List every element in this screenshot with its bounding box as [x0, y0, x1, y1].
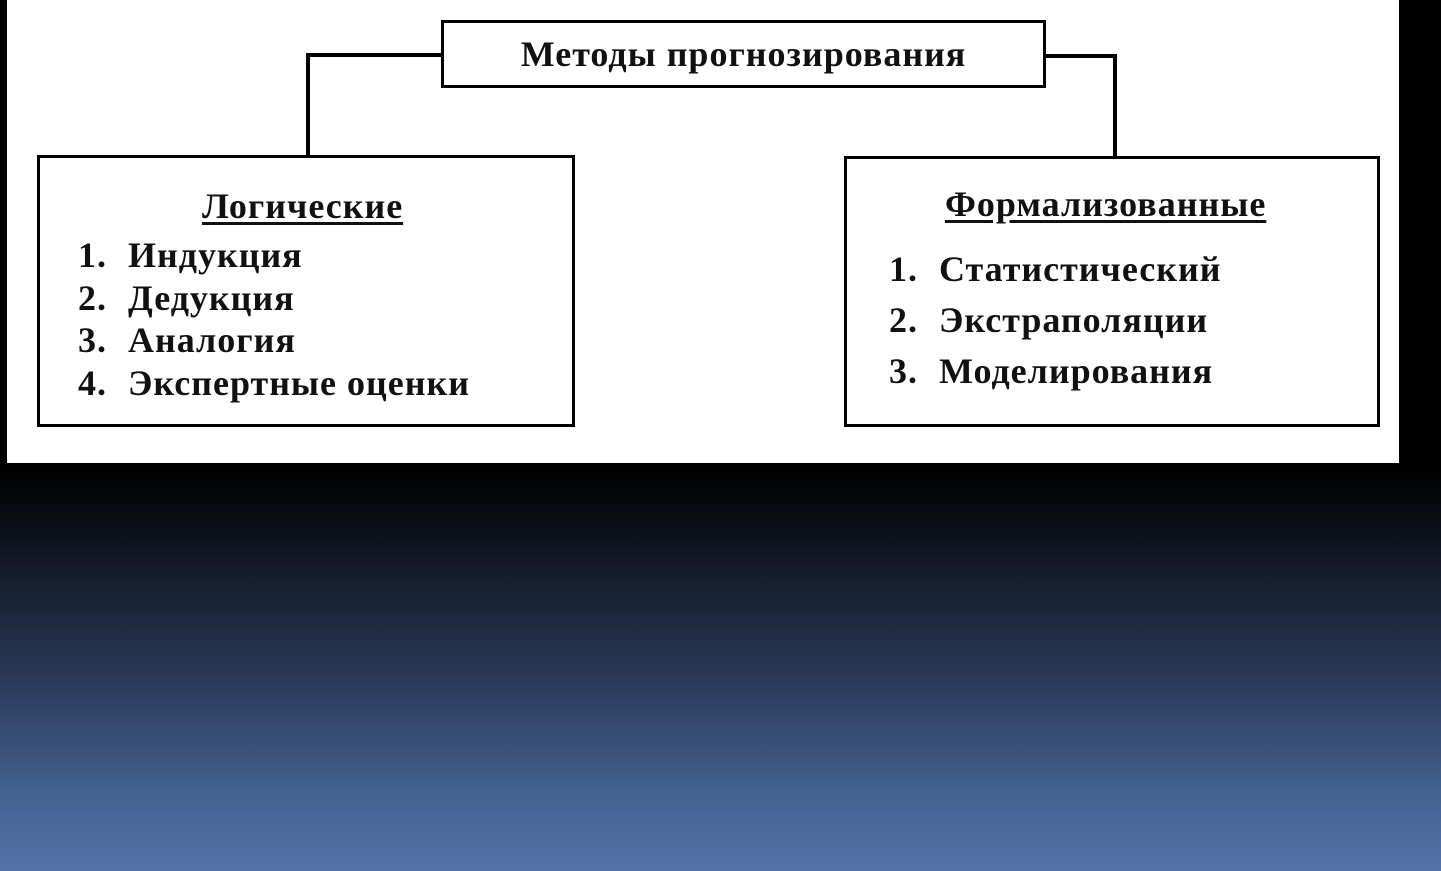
item-label: Статистический [939, 249, 1222, 289]
root-node: Методы прогнозирования [441, 20, 1046, 88]
item-number: 3. [78, 320, 107, 360]
connector-right-vertical [1113, 54, 1117, 158]
branch-title: Логические [202, 186, 404, 226]
item-label: Дедукция [128, 278, 295, 318]
list-item: 2. Экстраполяции [889, 299, 1208, 341]
list-item: 3. Аналогия [78, 319, 296, 361]
item-label: Индукция [128, 235, 303, 275]
item-number: 2. [889, 300, 918, 340]
list-item: 1. Индукция [78, 234, 303, 276]
item-number: 1. [78, 235, 107, 275]
item-number: 3. [889, 351, 918, 391]
item-label: Экстраполяции [939, 300, 1209, 340]
list-item: 4. Экспертные оценки [78, 362, 470, 404]
branch-logical: Логические 1. Индукция 2. Дедукция 3. Анало… [37, 155, 575, 427]
root-title: Методы прогнозирования [520, 34, 967, 74]
item-number: 4. [78, 363, 107, 403]
list-item: 2. Дедукция [78, 277, 295, 319]
connector-left-horizontal [306, 53, 443, 57]
item-label: Моделирования [939, 351, 1214, 391]
item-number: 2. [78, 278, 107, 318]
item-number: 1. [889, 249, 918, 289]
item-label: Экспертные оценки [128, 363, 470, 403]
branch-formalized: Формализованные 1. Статистический 2. Экстр… [844, 156, 1380, 427]
item-label: Аналогия [128, 320, 296, 360]
diagram-image: Методы прогнозирования Логические 1. Инду… [7, 0, 1399, 463]
connector-left-vertical [306, 53, 310, 157]
list-item: 1. Статистический [889, 248, 1221, 290]
list-item: 3. Моделирования [889, 350, 1213, 392]
branch-title: Формализованные [945, 184, 1267, 224]
connector-right-horizontal [1044, 54, 1117, 58]
